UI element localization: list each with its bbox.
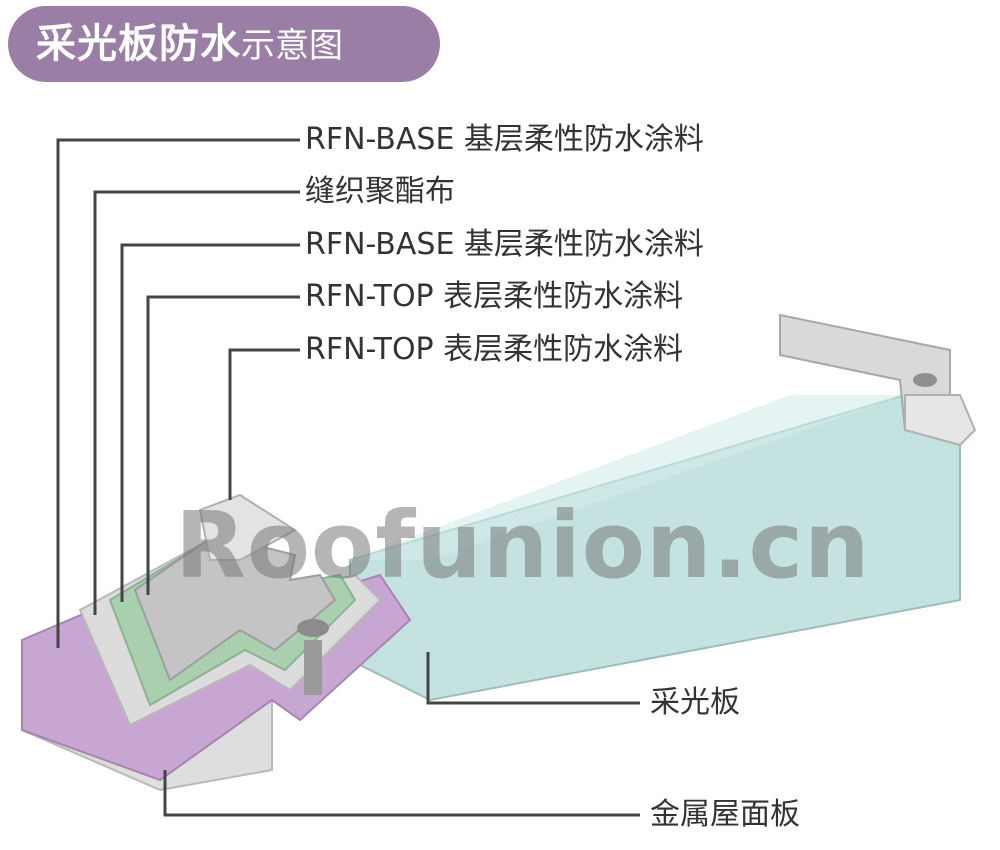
skylight-top-face [350, 395, 905, 560]
layer-label-4: RFN-TOP 表层柔性防水涂料 [305, 279, 684, 314]
skylight-label: 采光板 [650, 685, 740, 720]
watermark-text: Roofunion.cn [175, 492, 871, 599]
left-bolt-shaft [304, 640, 322, 695]
layer-label-2: 缝织聚酯布 [305, 174, 455, 209]
metal-right-edge [904, 394, 977, 447]
leader-line-metal-roof [163, 770, 640, 817]
leader-line-skylight [426, 652, 640, 705]
leader-line-layer-1 [56, 138, 300, 648]
title-main: 采光板防水 [36, 21, 241, 67]
leader-line-layer-4 [146, 295, 300, 595]
metal-roof-label: 金属屋面板 [650, 797, 800, 832]
leader-line-layer-3 [120, 243, 300, 602]
title-sub: 示意图 [241, 26, 343, 66]
left-bolt-head [297, 619, 329, 637]
leader-line-layer-5 [228, 348, 300, 500]
page-title: 采光板防水示意图 [36, 14, 343, 74]
layer-label-3: RFN-BASE 基层柔性防水涂料 [305, 227, 704, 262]
upstand-flange [198, 493, 297, 561]
layer-label-1: RFN-BASE 基层柔性防水涂料 [305, 122, 704, 157]
right-bolt [913, 373, 937, 387]
leader-line-layer-2 [93, 190, 300, 615]
title-badge [8, 6, 440, 82]
layer-label-5: RFN-TOP 表层柔性防水涂料 [305, 332, 684, 367]
